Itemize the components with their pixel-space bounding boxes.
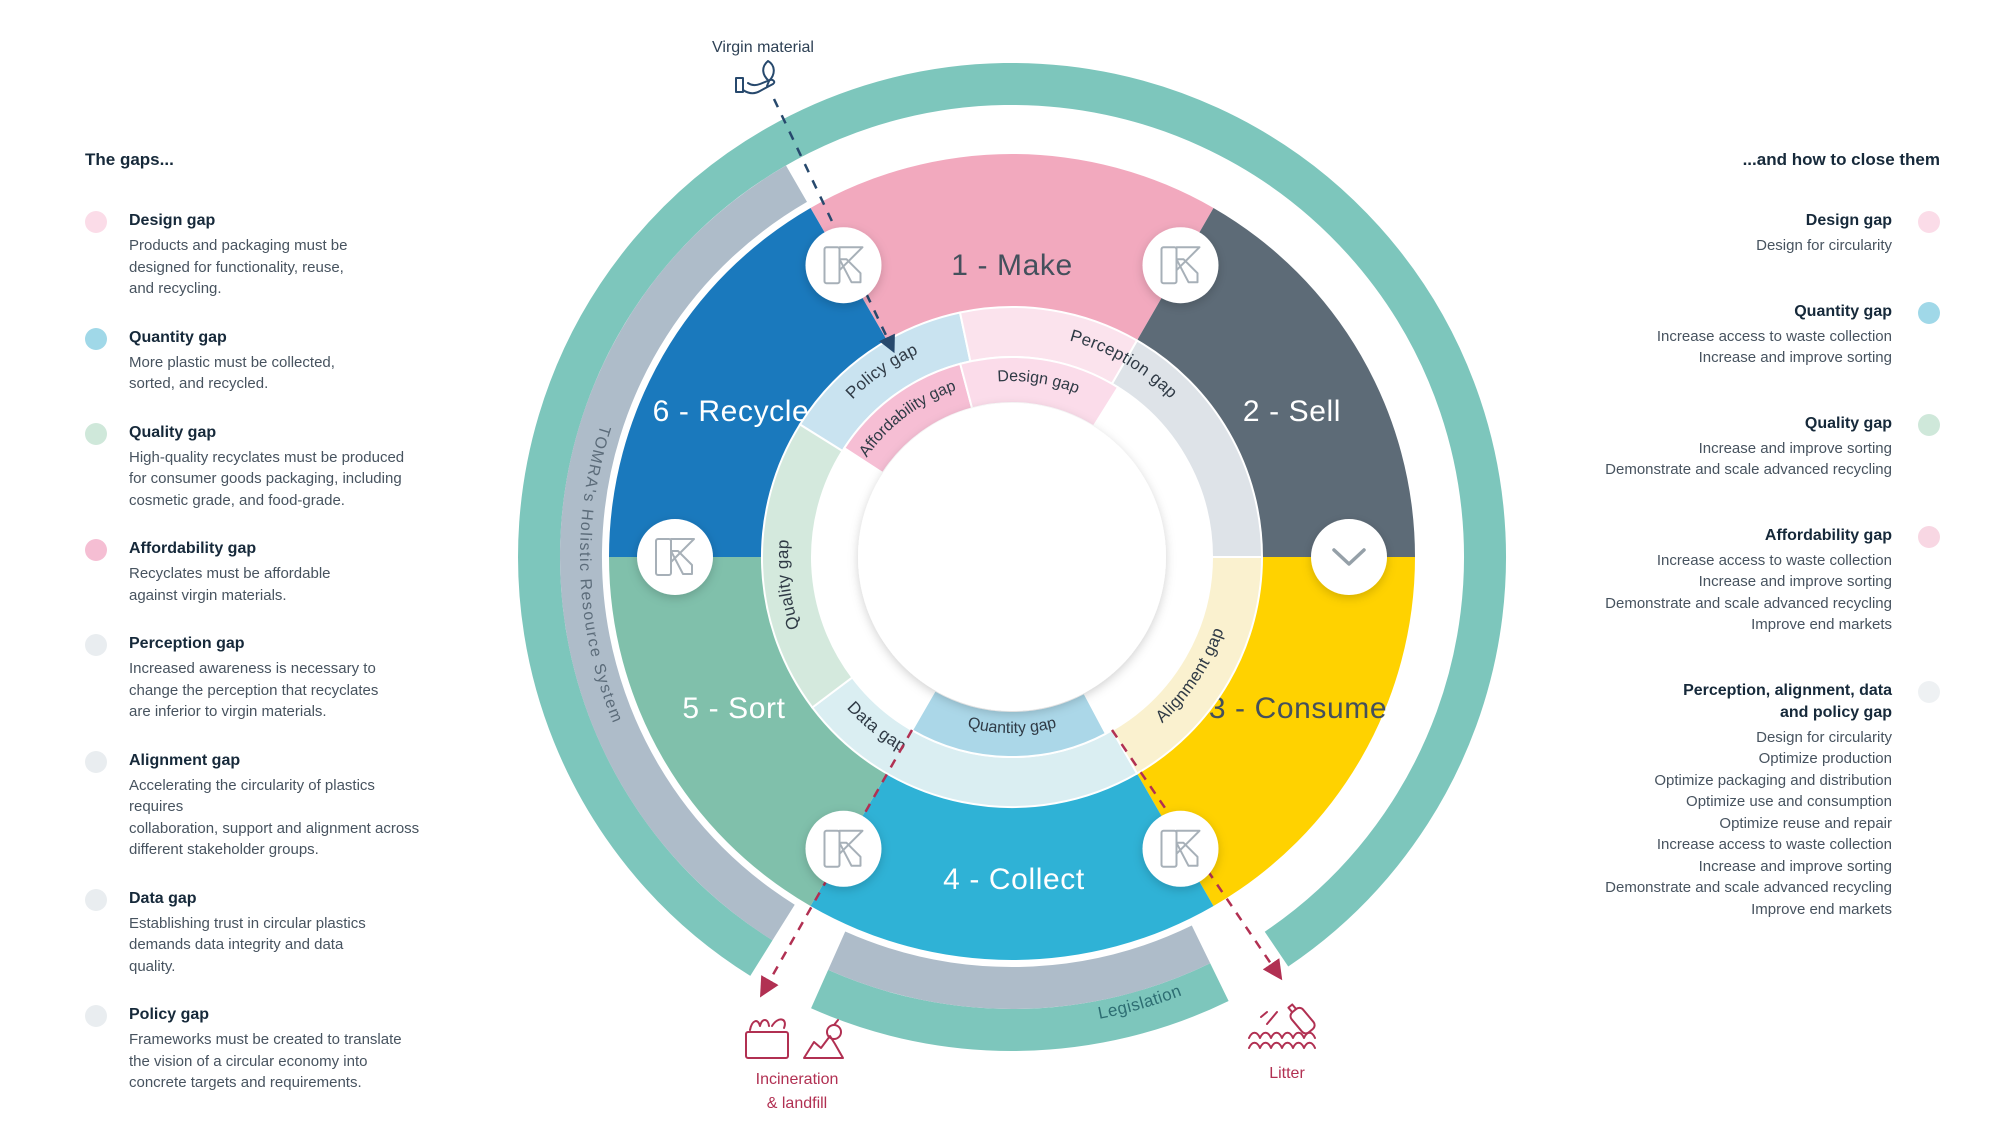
segment-make (810, 154, 1214, 341)
quantity-gap-ring-label: Quantity gap (966, 715, 1058, 737)
gap-title: Data gap (129, 889, 197, 907)
outer-teal-ring-bottom (811, 963, 1229, 1051)
gray-ring-left (560, 165, 808, 941)
solution-color-dot (1918, 413, 1940, 436)
gap-title: Perception gap (129, 635, 245, 652)
solution-actions: Increase access to waste collection Incr… (1656, 327, 1892, 367)
gap-color-dot (85, 750, 107, 773)
gap-description: More plastic must be collected, sorted, … (129, 353, 335, 393)
gap-color-dot (85, 211, 107, 233)
solution-item: Perception, alignment, data and policy g… (1500, 680, 1940, 921)
segment-collect (810, 773, 1214, 960)
solution-color-dot (1918, 211, 1940, 233)
gap-color-dot (85, 422, 107, 445)
solution-actions: Increase access to waste collection Incr… (1605, 551, 1892, 634)
incineration-landfill-icon (745, 1018, 844, 1059)
solution-title: Perception, alignment, data and policy g… (1683, 681, 1892, 721)
litter-icon (1248, 1003, 1316, 1049)
gap-item: Policy gap Frameworks must be created to… (85, 1004, 430, 1094)
solutions-panel: ...and how to close them Design gap Desi… (1500, 150, 1940, 964)
gap-title: Quality gap (129, 423, 217, 441)
gray-ring-bottom (828, 925, 1211, 1009)
virgin-material-icon (735, 60, 776, 95)
virgin-material-label: Virgin material (712, 39, 814, 56)
gap-title: Policy gap (129, 1006, 210, 1023)
segment-make-label: 1 - Make (951, 249, 1073, 282)
segment-sort (609, 557, 887, 906)
segment-recycle (609, 208, 887, 557)
solution-color-dot (1918, 301, 1940, 324)
gap-color-dot (85, 327, 107, 350)
badge-consume-collect (1142, 810, 1219, 887)
segment-sell (1137, 208, 1415, 557)
solution-color-dot (1918, 525, 1940, 548)
gap-title: Quantity gap (129, 328, 227, 346)
gap-item: Perception gap Increased awareness is ne… (85, 633, 430, 723)
solution-color-dot (1918, 680, 1940, 703)
badge-sort-recycle (637, 519, 713, 595)
solution-item: Quantity gap Increase access to waste co… (1500, 301, 1940, 369)
gaps-list: Design gap Products and packaging must b… (85, 210, 430, 1094)
gap-description: Establishing trust in circular plastics … (129, 914, 366, 975)
gap-description: Accelerating the circularity of plastics… (129, 776, 420, 859)
gap-title: Alignment gap (129, 751, 241, 769)
gap-description: Recyclates must be affordable against vi… (129, 565, 331, 604)
badge-recycle-make (805, 227, 882, 304)
badge-collect-sort (805, 810, 882, 887)
segment-consume-label: 3 - Consume (1209, 692, 1387, 725)
solution-item: Affordability gap Increase access to was… (1500, 525, 1940, 636)
outer-teal-ring-main (518, 63, 1506, 976)
badge-sell-consume (1311, 519, 1387, 595)
solution-title: Quantity gap (1794, 302, 1892, 320)
gap-description: Frameworks must be created to translate … (129, 1031, 402, 1091)
circular-economy-wheel: TOMRA's Holistic Resource System Legisla… (518, 63, 1506, 1051)
gap-title: Design gap (129, 212, 216, 229)
gap-title: Affordability gap (129, 540, 257, 557)
solution-title: Affordability gap (1764, 526, 1892, 544)
solution-actions: Design for circularity (1756, 237, 1892, 254)
badge-make-sell (1142, 227, 1219, 304)
gap-color-dot (85, 634, 107, 656)
gap-color-dot (85, 888, 107, 911)
gap-item: Quality gap High-quality recyclates must… (85, 422, 430, 512)
gap-color-dot (85, 539, 107, 561)
gap-color-dot (85, 1005, 107, 1027)
segment-sell-label: 2 - Sell (1243, 395, 1341, 428)
incineration-landfill-label: Incineration & landfill (755, 1071, 839, 1112)
boundary-badges (637, 227, 1387, 887)
solutions-panel-header: ...and how to close them (1742, 150, 1940, 169)
gap-item: Quantity gap More plastic must be collec… (85, 327, 430, 395)
litter-label: Litter (1269, 1065, 1305, 1082)
ring-quality-gap (761, 423, 854, 709)
segment-recycle-label: 6 - Recycle (653, 395, 810, 428)
solution-item: Design gap Design for circularity (1500, 210, 1940, 257)
gap-item: Design gap Products and packaging must b… (85, 210, 430, 300)
gaps-panel-header: The gaps... (85, 150, 174, 169)
wheel-center (858, 403, 1166, 711)
solution-item: Quality gap Increase and improve sorting… (1500, 413, 1940, 481)
gap-description: High-quality recyclates must be produced… (129, 448, 405, 509)
gap-description: Increased awareness is necessary to chan… (129, 660, 379, 720)
solution-title: Design gap (1805, 212, 1892, 229)
gap-item: Alignment gap Accelerating the circulari… (85, 750, 430, 861)
segment-sort-label: 5 - Sort (682, 692, 785, 725)
solution-actions: Increase and improve sorting Demonstrate… (1605, 439, 1892, 479)
segment-collect-label: 4 - Collect (943, 863, 1085, 896)
gaps-panel: The gaps... Design gap Products and pack… (85, 150, 430, 1121)
gap-description: Products and packaging must be designed … (129, 237, 348, 297)
gap-item: Affordability gap Recyclates must be aff… (85, 538, 430, 606)
solutions-list: Design gap Design for circularity Quanti… (1500, 210, 1940, 920)
gap-item: Data gap Establishing trust in circular … (85, 888, 430, 978)
solution-title: Quality gap (1804, 414, 1892, 432)
solution-actions: Design for circularity Optimize producti… (1605, 728, 1892, 918)
chevron-down-icon (1332, 548, 1366, 566)
segment-consume (1137, 557, 1415, 906)
